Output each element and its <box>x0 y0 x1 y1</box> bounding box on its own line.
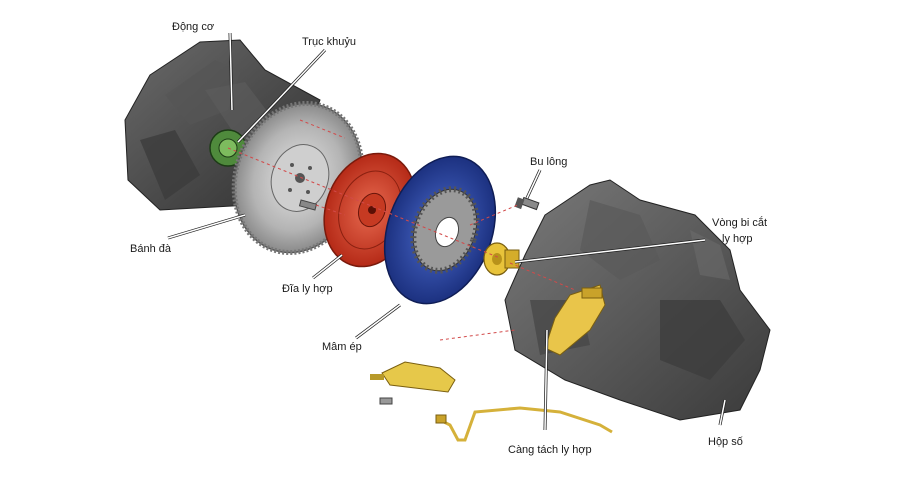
leader-lines <box>167 32 727 431</box>
label-release-bearing-1: Vòng bi cắt <box>712 216 767 229</box>
flywheel-bolt <box>298 199 318 211</box>
release-fork <box>544 284 606 356</box>
label-gearbox: Hộp số <box>708 436 743 448</box>
label-bolt: Bu lông <box>530 156 567 168</box>
label-release-fork: Càng tách ly hợp <box>508 444 592 456</box>
pressure-plate <box>383 155 497 305</box>
release-bearing <box>483 242 520 276</box>
bolt <box>514 196 540 211</box>
label-engine: Động cơ <box>172 21 214 33</box>
label-clutch-disc: Đĩa ly hợp <box>282 283 333 295</box>
assembly-lines <box>227 119 576 341</box>
hydraulic-line <box>370 361 613 442</box>
label-pressure-plate: Mâm ép <box>322 341 362 353</box>
label-crankshaft: Trục khuỷu <box>302 36 356 48</box>
label-release-bearing-2: ly hợp <box>722 233 752 245</box>
label-flywheel: Bánh đà <box>130 243 172 255</box>
